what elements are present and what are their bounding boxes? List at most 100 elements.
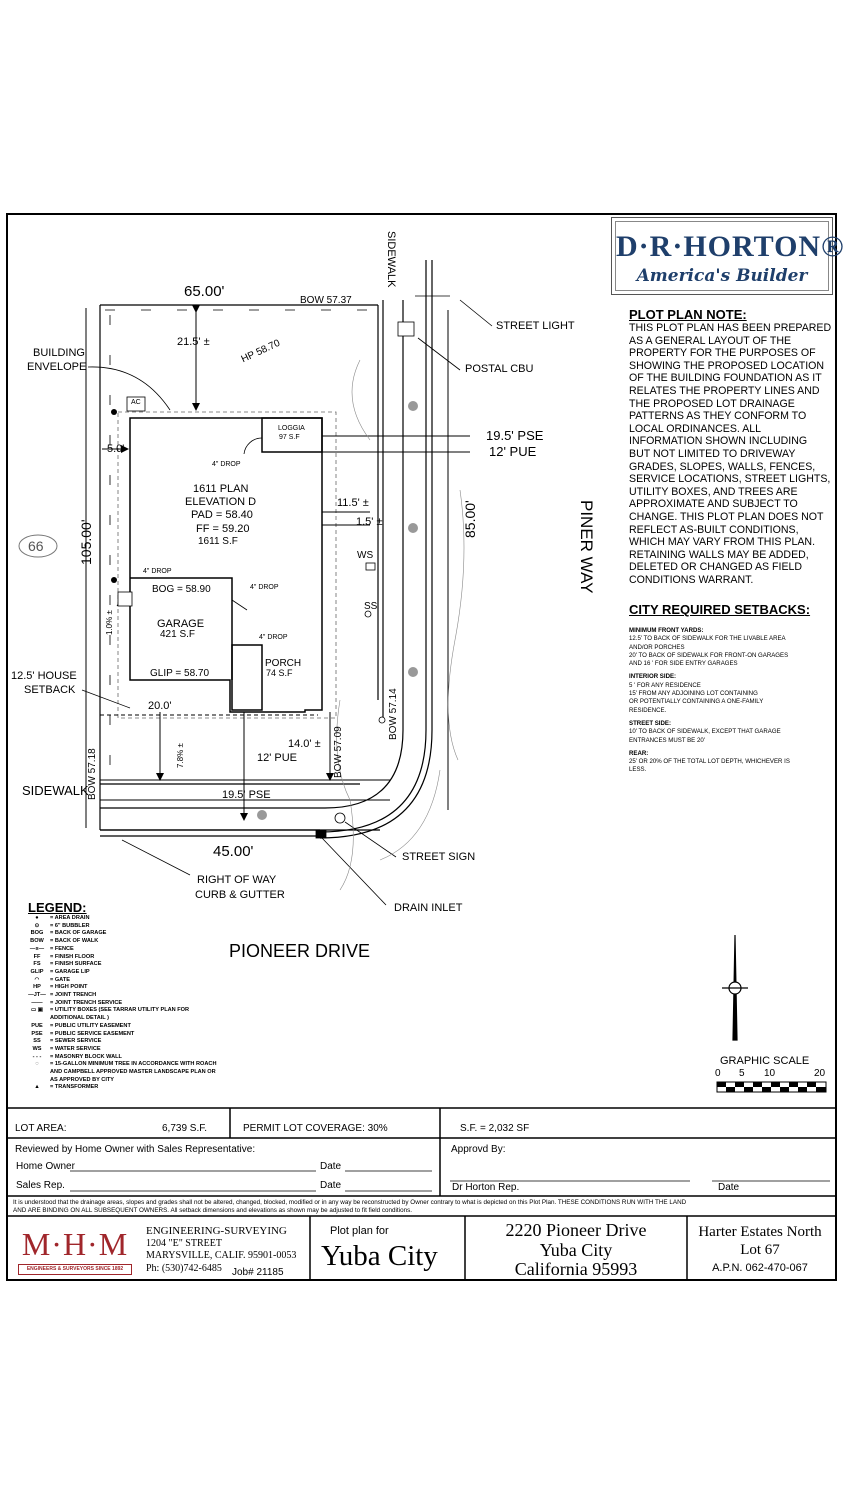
legend-symbol: —JT—: [28, 992, 46, 999]
building-envelope: [117, 411, 337, 719]
legend-item: PSE = PUBLIC SERVICE EASEMENT: [24, 1031, 224, 1039]
firm-line-2: 1204 "E" STREET: [146, 1238, 222, 1249]
plot-note-line: SERVICE LOCATIONS, STREET LIGHTS,: [629, 473, 831, 486]
mhm-logo-text: M·H·M: [21, 1226, 129, 1262]
legend-symbol: PSE: [31, 1030, 43, 1037]
curb-gutter-label: CURB & GUTTER: [195, 889, 285, 901]
legend-item: - - - = MASONRY BLOCK WALL: [24, 1054, 224, 1062]
lot-area-label: LOT AREA:: [15, 1123, 67, 1134]
legend-item: ●= AREA DRAIN: [24, 915, 224, 923]
scale-tick-0: 0: [715, 1068, 721, 1079]
dim-left: 105.00': [78, 519, 94, 566]
setback-section-heading: REAR:: [629, 749, 649, 757]
legend-symbol: - - -: [32, 1053, 42, 1060]
north-arrow: [722, 934, 748, 1041]
fence-lines: [105, 309, 375, 780]
dim-top: 65.00': [184, 283, 225, 300]
pue-front: 12' PUE: [257, 752, 298, 764]
plot-note-line: CHANGE. THIS PLOT PLAN DOES NOT: [629, 510, 824, 523]
legend-item: SS= SEWER SERVICE: [24, 1038, 224, 1046]
drop-note-3: 4" DROP: [250, 584, 279, 591]
legend-description: = GATE: [50, 976, 70, 983]
plot-note-line: INFORMATION SHOWN INCLUDING: [629, 435, 808, 448]
plot-plan-note-title: PLOT PLAN NOTE:: [629, 307, 747, 322]
address-line-3: California 95993: [514, 1259, 638, 1279]
plot-plan-sheet: [6, 213, 837, 1281]
mhm-logo: M·H·M ENGINEERS & SURVEYORS SINCE 1892: [16, 1226, 134, 1276]
firm-line-3: MARYSVILLE, CALIF. 95901-0053: [146, 1250, 297, 1261]
legend-description: = MASONRY BLOCK WALL: [50, 1053, 122, 1060]
house-footprint: [129, 417, 323, 713]
legend-item: PUE= PUBLIC UTILITY EASEMENT: [24, 1023, 224, 1031]
legend-symbol: FF: [33, 953, 41, 960]
plot-note-line: THIS PLOT PLAN HAS BEEN PREPARED: [629, 322, 832, 334]
legend-description: = 6" BUBBLER: [50, 922, 90, 929]
scale-tick-20: 20: [814, 1068, 826, 1079]
plot-note-line: RELATES THE PROPERTY LINES AND: [629, 384, 820, 397]
plot-note-line: WHICH MAY VARY FROM THIS PLAN.: [629, 536, 816, 549]
setback-line: 20' TO BACK OF SIDEWALK FOR FRONT-ON GAR…: [629, 651, 789, 659]
plot-note-line: CONDITIONS WARRANT.: [629, 573, 754, 586]
setback-line: 5 ' FOR ANY RESIDENCE: [629, 681, 701, 689]
dr-horton-rep-label: Dr Horton Rep.: [452, 1182, 520, 1193]
plot-note-line: RETAINING WALLS MAY BE ADDED,: [629, 548, 809, 561]
legend-item: BOG= BACK OF GARAGE: [24, 930, 224, 938]
graphic-scale-bar: [716, 1081, 827, 1093]
front-setback-20: 20.0': [148, 700, 172, 712]
scale-tick-10: 10: [764, 1068, 776, 1079]
legend-item: WS= WATER SERVICE: [24, 1046, 224, 1054]
sidewalk-front-label: SIDEWALK: [22, 783, 89, 798]
lot-number-title: Lot 67: [740, 1242, 780, 1258]
building-envelope-label-2: ENVELOPE: [27, 361, 87, 373]
porch-sf: 74 S.F: [266, 668, 293, 678]
legend-description: = PUBLIC UTILITY EASEMENT: [50, 1022, 131, 1029]
street-curb-right: [319, 260, 433, 839]
pue-right: 12' PUE: [489, 444, 537, 459]
legend-item: ⊙ = 6" BUBBLER: [24, 923, 224, 931]
legend-description: = JOINT TRENCH: [50, 992, 97, 999]
apn-number: A.P.N. 062-470-067: [712, 1262, 808, 1274]
dr-horton-logo: D·R·HORTON® America's Builder: [611, 217, 843, 295]
dim-bottom: 45.00': [213, 843, 254, 860]
legend-description: = TRANSFORMER: [50, 1084, 99, 1091]
setback-section-heading: STREET SIDE:: [629, 719, 671, 727]
setback-line: AND/OR PORCHES: [629, 643, 685, 651]
drop-note-4: 4" DROP: [259, 634, 288, 641]
job-number: Job# 21185: [232, 1267, 284, 1278]
setbacks-title: CITY REQUIRED SETBACKS:: [629, 602, 811, 617]
plot-note-line: SHOWING THE PROPOSED LOCATION: [629, 359, 825, 372]
legend-symbol: FS: [33, 961, 41, 968]
legend-item: ▭ ▣= UTILITY BOXES (SEE TARRAR UTILITY P…: [24, 1007, 224, 1022]
plot-note-line: PATTERNS AS THEY CONFORM TO: [629, 410, 807, 423]
street-light-label: STREET LIGHT: [496, 320, 575, 332]
legend-description: = BACK OF WALK: [50, 938, 99, 945]
lot-number: 66: [28, 538, 44, 554]
legend-item: FF= FINISH FLOOR: [24, 954, 224, 962]
postal-cbu-label: POSTAL CBU: [465, 363, 534, 375]
front-setback-14: 14.0' ±: [288, 738, 321, 750]
legend-description: = PUBLIC SERVICE EASEMENT: [50, 1030, 135, 1037]
legend-symbol: SS: [33, 1038, 41, 1045]
plot-note-line: BUT NOT LIMITED TO DRIVEWAY: [629, 447, 796, 460]
garage-sf: 421 S.F: [160, 629, 196, 640]
city-name: Yuba City: [321, 1240, 438, 1272]
finish-floor: FF = 59.20: [196, 523, 250, 535]
address-line-1: 2220 Pioneer Drive: [505, 1220, 647, 1240]
logo-brand: D·R·HORTON®: [616, 230, 843, 263]
sales-rep-date-label: Date: [320, 1180, 342, 1191]
address-line-2: Yuba City: [539, 1240, 613, 1260]
legend-symbol: ▲: [34, 1084, 40, 1091]
plot-note-line: REFLECT AS-BUILT CONDITIONS,: [629, 523, 799, 536]
logo-tagline: America's Builder: [636, 266, 808, 286]
pse-right: 19.5' PSE: [486, 428, 544, 443]
legend-symbol: ⊙: [34, 922, 40, 929]
side-setback-1-5: 1.5' ±: [356, 516, 383, 528]
bow-mid: BOW 57.09: [333, 726, 344, 778]
plot-note-line: THE PROPOSED LOT DRAINAGE: [629, 397, 795, 410]
side-setback-5: 5.0': [107, 443, 125, 455]
approved-by-label: Approvd By:: [451, 1144, 506, 1155]
home-owner-label: Home Owner: [16, 1161, 75, 1172]
legend-symbol: ——: [31, 999, 43, 1006]
setback-line: 15' FROM ANY ADJOINING LOT CONTAINING: [629, 690, 758, 698]
